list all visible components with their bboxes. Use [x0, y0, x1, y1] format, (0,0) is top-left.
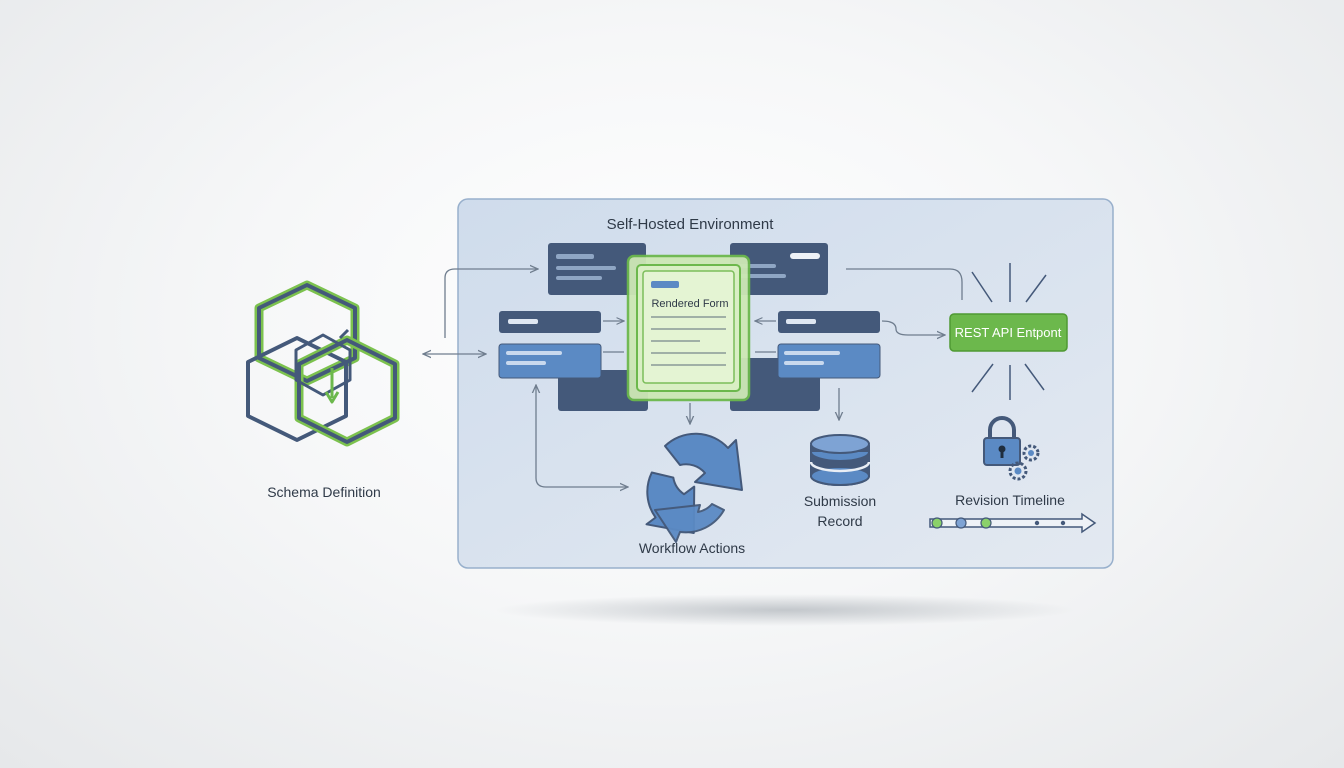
timeline-dot-2	[955, 517, 967, 529]
lock-gear-icon	[983, 416, 1040, 481]
loop-arrow-top	[444, 269, 538, 338]
rendered-form-card: Rendered Form	[626, 254, 751, 402]
database-icon	[809, 434, 871, 486]
rest-api-endpoint-label: REST API Entpont	[955, 325, 1062, 340]
timeline-dot-5	[1060, 520, 1066, 526]
hexagon-cluster-icon	[246, 280, 400, 447]
card-mid-right	[778, 311, 880, 333]
timeline-dot-4	[1034, 520, 1040, 526]
submission-record-label-line1: Submission	[804, 493, 876, 509]
schema-definition-label: Schema Definition	[267, 484, 381, 500]
timeline-dot-3	[980, 517, 992, 529]
form-header-bar	[651, 281, 679, 288]
top-card-to-api-arrow	[846, 268, 963, 300]
sunburst-icon	[971, 263, 1047, 400]
mid-card-to-api-arrow	[881, 320, 945, 335]
panel-shadow	[495, 594, 1075, 626]
revision-timeline-track	[929, 512, 1097, 534]
rest-api-endpoint-box	[949, 313, 1068, 352]
cycle-arrows-icon	[645, 432, 743, 543]
right-card-stack	[730, 243, 881, 411]
rendered-form-label: Rendered Form	[651, 298, 728, 310]
environment-title: Self-Hosted Environment	[607, 216, 775, 233]
revision-timeline-label: Revision Timeline	[955, 492, 1065, 508]
card-mid-left	[499, 311, 601, 333]
timeline-dot-1	[931, 517, 943, 529]
loop-arrow-bottom	[536, 385, 628, 487]
workflow-actions-label: Workflow Actions	[639, 540, 745, 556]
submission-record-label-line2: Record	[817, 513, 862, 529]
